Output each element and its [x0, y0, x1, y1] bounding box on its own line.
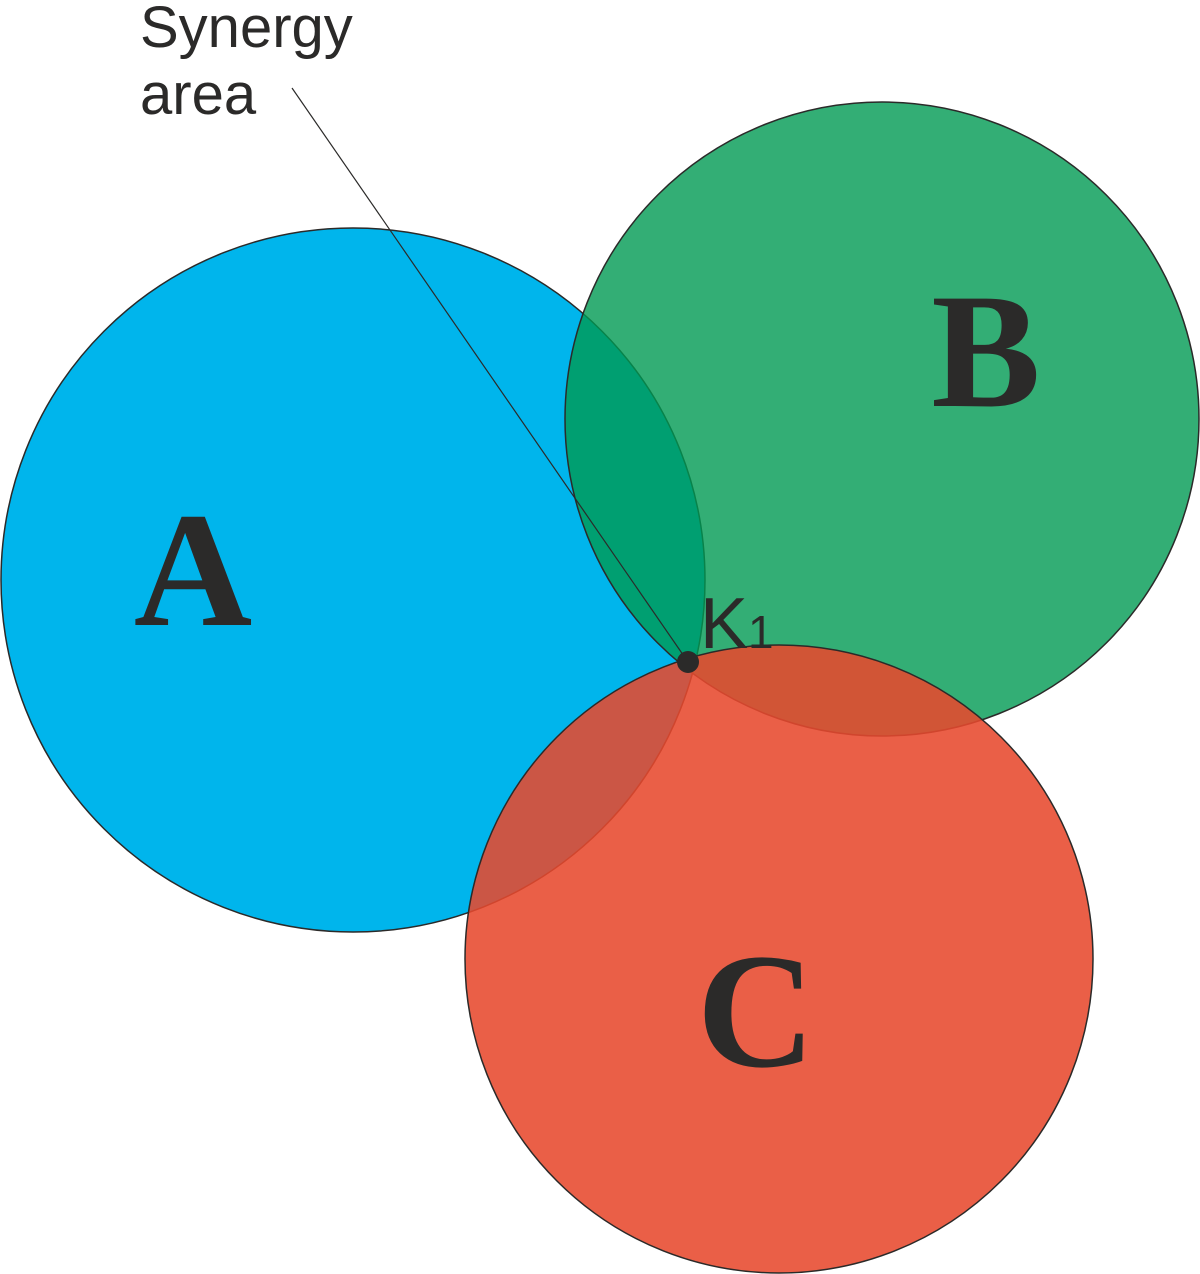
circle-c-label: C	[697, 921, 815, 1102]
circle-b	[564, 101, 1200, 737]
synergy-annotation-line2: area	[140, 62, 257, 127]
point-k1-subscript: 1	[748, 606, 774, 658]
point-k1-main: K	[700, 584, 748, 664]
synergy-annotation-line1: Synergy	[140, 0, 353, 60]
circle-b-label: B	[931, 261, 1040, 442]
circle-c	[464, 644, 1094, 1274]
synergy-leader-line	[291, 87, 689, 663]
synergy-point	[677, 651, 699, 673]
point-k1-label: K1	[700, 584, 774, 664]
circle-a-label: A	[134, 480, 252, 661]
